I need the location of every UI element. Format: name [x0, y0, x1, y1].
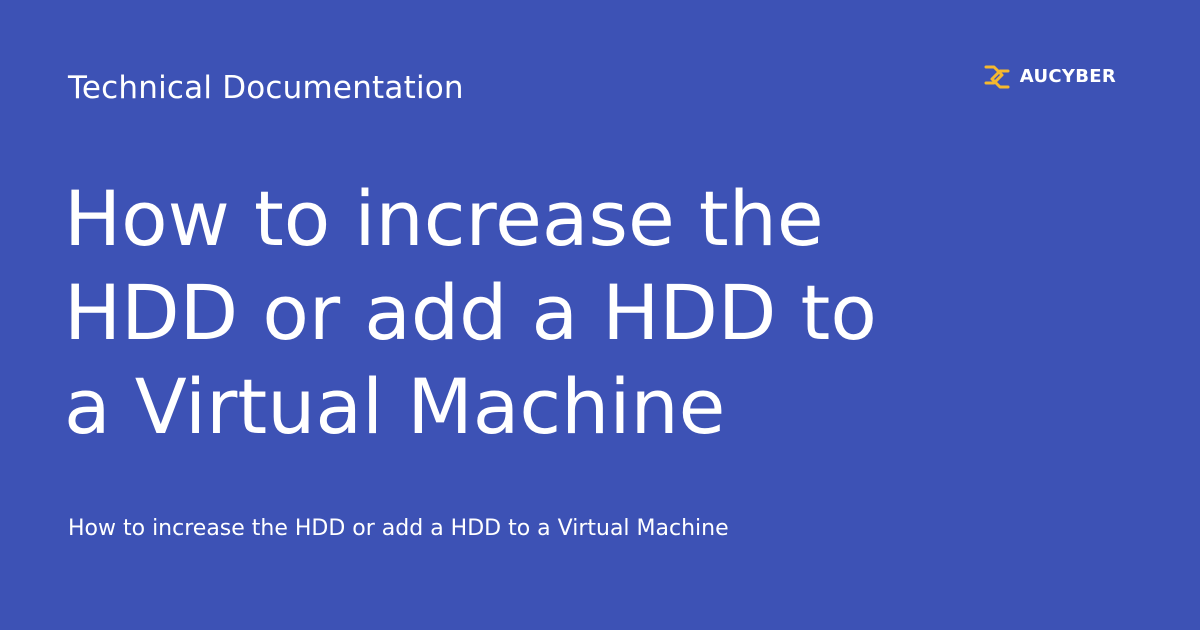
aucyber-logo-icon: [984, 65, 1010, 89]
category-label: Technical Documentation: [68, 70, 464, 106]
brand-name: AUCYBER: [1019, 66, 1116, 87]
brand-logo[interactable]: AUCYBER: [980, 60, 1116, 94]
headline: How to increase the HDD or add a HDD to …: [64, 174, 877, 451]
subtitle: How to increase the HDD or add a HDD to …: [68, 516, 729, 541]
